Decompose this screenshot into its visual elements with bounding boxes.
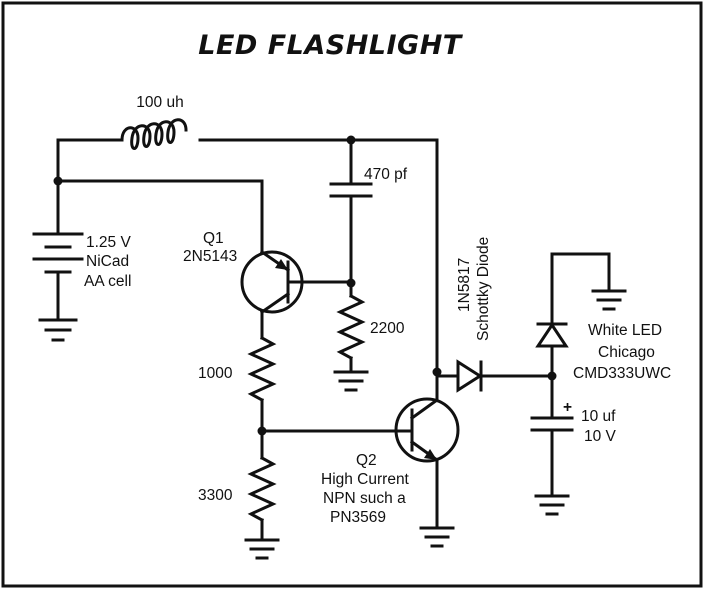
q2-line1: High Current [321, 471, 410, 488]
ground-symbol-led [591, 289, 627, 311]
capacitor-c2-voltage: 10 V [584, 428, 617, 445]
white-led [535, 252, 611, 419]
resistor-2200 [336, 281, 366, 374]
r1000-value: 1000 [198, 365, 233, 382]
transistor-q1 [240, 249, 353, 315]
capacitor-c1-value: 470 pf [364, 166, 408, 183]
junction-dot [53, 176, 63, 186]
r2200-value: 2200 [370, 320, 405, 337]
battery-symbol [32, 232, 84, 322]
led-line2: Chicago [598, 344, 655, 361]
resistor-1000 [247, 310, 277, 460]
top-wires [56, 138, 439, 374]
diode-part: 1N5817 [456, 258, 473, 312]
diagram-title: LED FLASHLIGHT [198, 30, 464, 61]
inductor-value: 100 uh [136, 94, 183, 111]
r3300-value: 3300 [198, 487, 233, 504]
ground-symbol-q2 [419, 526, 455, 548]
battery-voltage: 1.25 V [86, 234, 131, 251]
capacitor-c2-value: 10 uf [581, 408, 616, 425]
q2-line2: NPN such a [323, 490, 406, 507]
transistor-q2 [394, 370, 460, 530]
q2-designator: Q2 [356, 452, 377, 469]
ground-symbol-c2 [534, 494, 570, 516]
ground-symbol-r2200 [333, 370, 369, 392]
q2-line3: PN3569 [330, 509, 386, 526]
resistor-3300 [247, 455, 277, 542]
q1-part: 2N5143 [183, 248, 237, 265]
ground-symbol-battery [38, 318, 78, 342]
capacitor-10uf [530, 416, 574, 498]
capacitor-c2-polarity: + [563, 399, 572, 416]
battery-size: AA cell [84, 273, 131, 290]
inductor-100uh [120, 118, 188, 150]
junction-dot [432, 367, 442, 377]
diode-type: Schottky Diode [475, 237, 492, 341]
led-line1: White LED [588, 322, 662, 339]
schottky-diode [435, 359, 554, 393]
led-line3: CMD333UWC [573, 365, 671, 382]
q1-designator: Q1 [203, 230, 224, 247]
capacitor-470pf [329, 138, 373, 285]
ground-symbol-r3300 [244, 538, 280, 560]
battery-type: NiCad [86, 253, 129, 270]
